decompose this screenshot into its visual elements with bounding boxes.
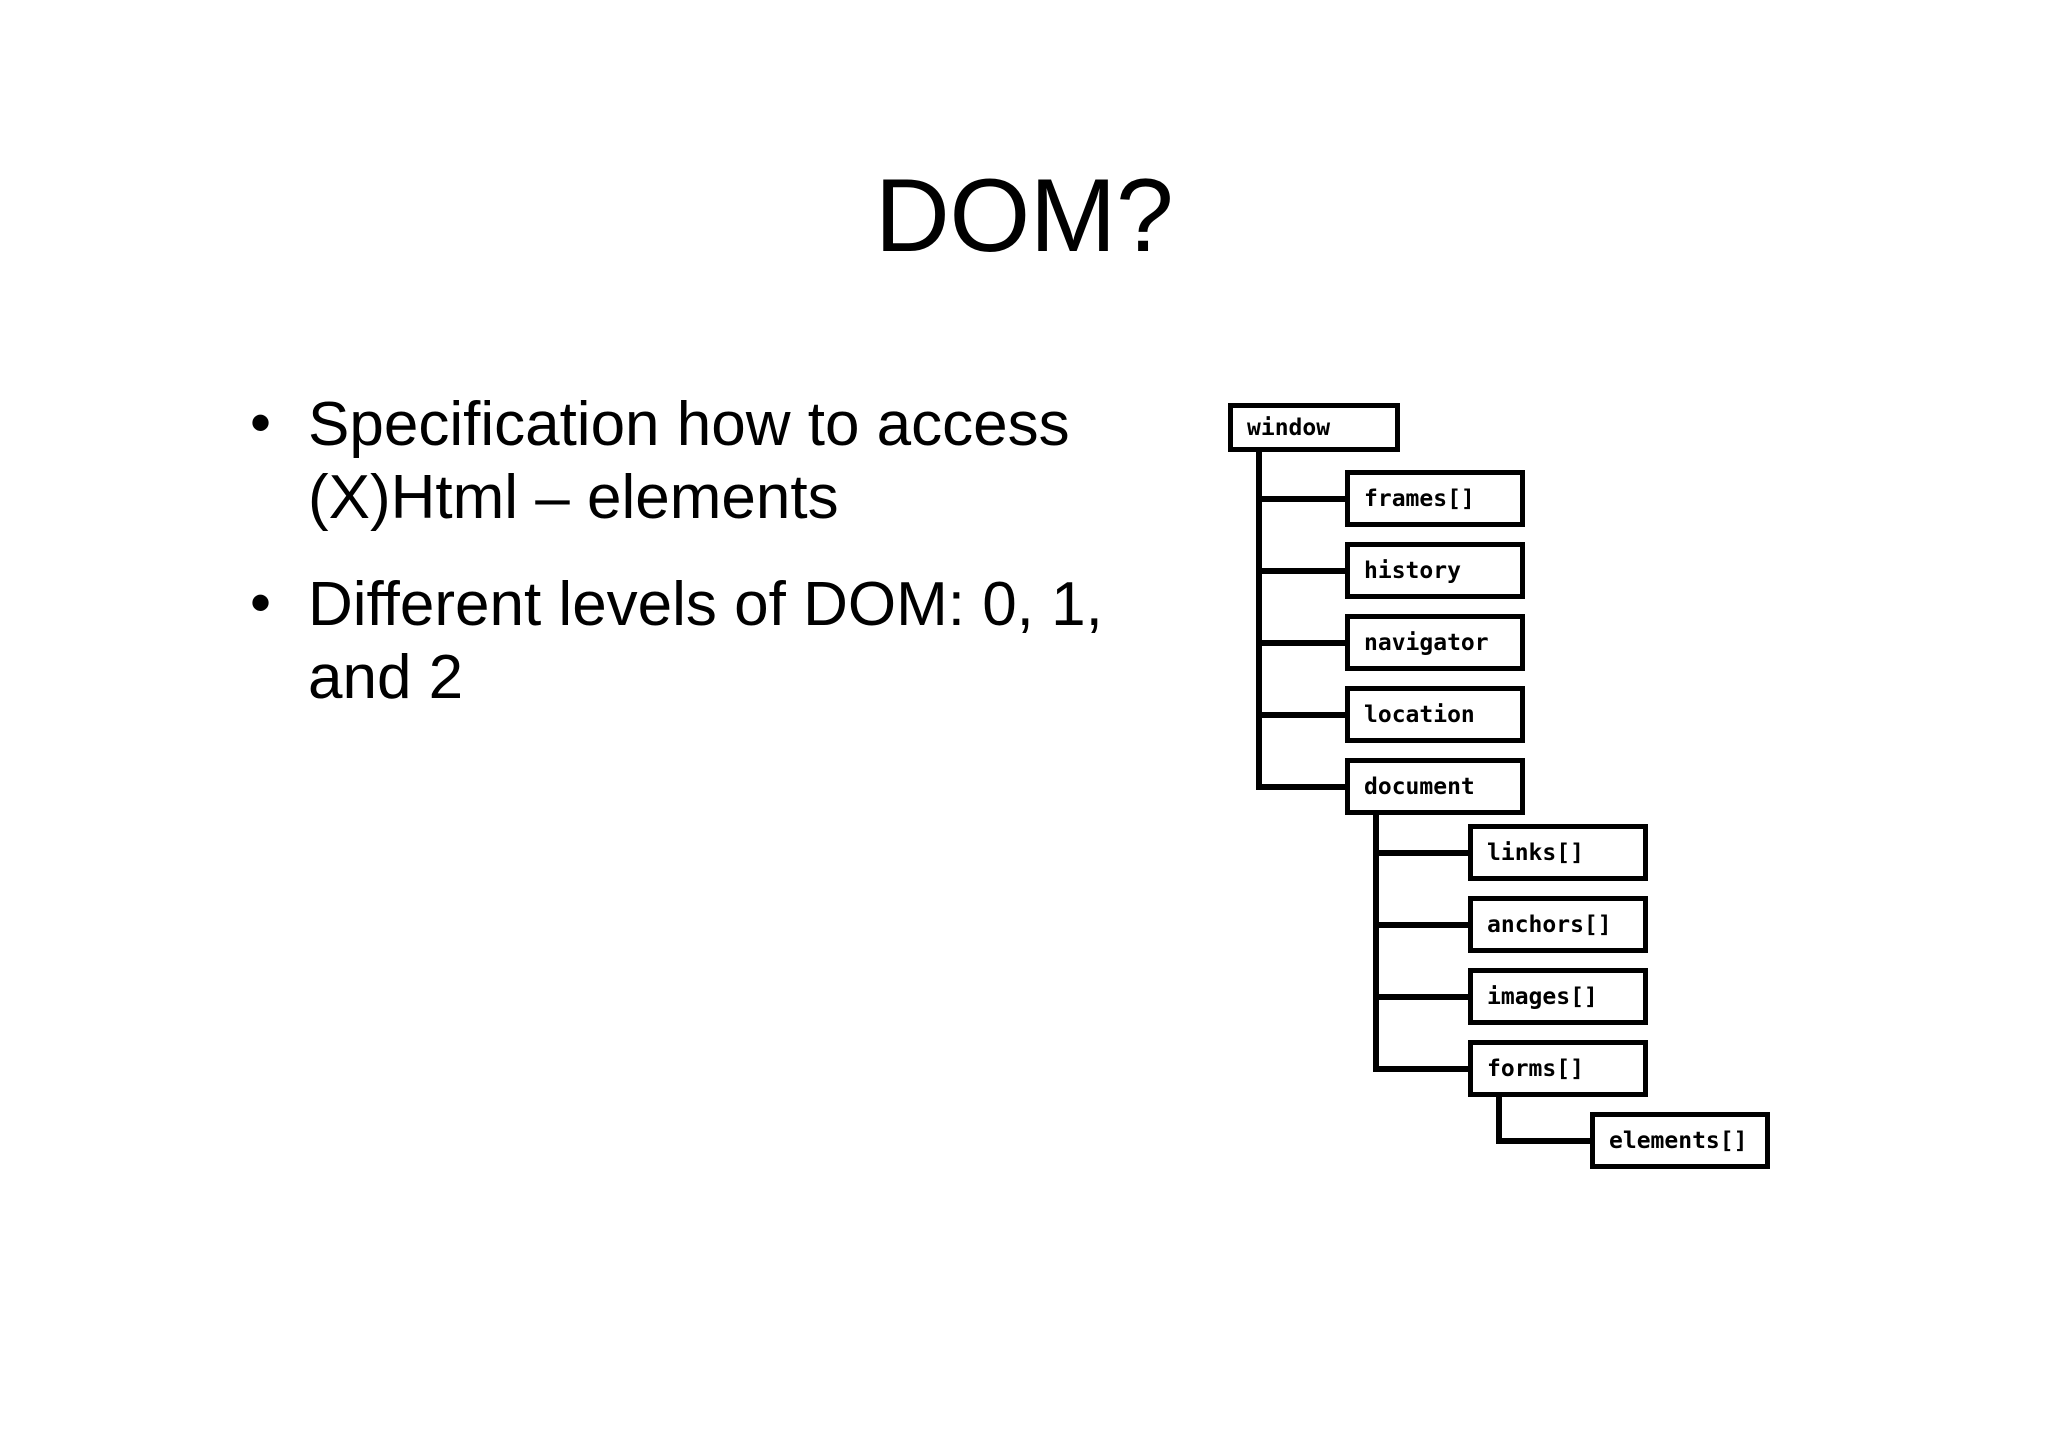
tree-node-label: navigator <box>1364 629 1489 656</box>
tree-node-label: forms[] <box>1487 1055 1584 1082</box>
bullet-list: • Specification how to access (X)Html – … <box>250 388 1160 749</box>
tree-node-label: frames[] <box>1364 485 1475 512</box>
tree-connector-horizontal <box>1256 639 1345 646</box>
tree-node-label: window <box>1247 414 1331 441</box>
tree-node-window: window <box>1228 403 1400 452</box>
tree-node-navigator: navigator <box>1345 614 1525 671</box>
tree-node-forms: forms[] <box>1468 1040 1648 1097</box>
tree-connector-horizontal <box>1256 783 1345 790</box>
bullet-dot-icon: • <box>250 389 272 456</box>
tree-connector-horizontal <box>1256 711 1345 718</box>
tree-connector-horizontal <box>1256 567 1345 574</box>
tree-connector-vertical <box>1496 1097 1502 1144</box>
tree-node-label: location <box>1364 701 1475 728</box>
tree-node-frames: frames[] <box>1345 470 1525 527</box>
tree-connector-horizontal <box>1256 495 1345 502</box>
tree-node-location: location <box>1345 686 1525 743</box>
tree-connector-horizontal <box>1373 921 1468 928</box>
tree-connector-horizontal <box>1496 1137 1590 1144</box>
tree-node-label: images[] <box>1487 983 1598 1010</box>
dom-tree-diagram: window frames[] history navigator location do… <box>1220 390 1840 1190</box>
list-item-label: Different levels of DOM: 0, 1, and 2 <box>308 570 1103 713</box>
tree-node-label: history <box>1364 557 1461 584</box>
tree-node-elements: elements[] <box>1590 1112 1770 1169</box>
list-item-label: Specification how to access (X)Html – el… <box>308 390 1070 533</box>
tree-node-links: links[] <box>1468 824 1648 881</box>
tree-node-images: images[] <box>1468 968 1648 1025</box>
bullet-dot-icon: • <box>250 569 272 637</box>
tree-node-document: document <box>1345 758 1525 815</box>
tree-node-anchors: anchors[] <box>1468 896 1648 953</box>
tree-node-history: history <box>1345 542 1525 599</box>
tree-node-label: anchors[] <box>1487 911 1612 938</box>
tree-node-label: elements[] <box>1609 1127 1748 1154</box>
tree-connector-vertical <box>1256 452 1262 790</box>
tree-connector-vertical <box>1373 815 1379 1072</box>
tree-connector-horizontal <box>1373 1065 1468 1072</box>
tree-node-label: document <box>1364 773 1475 800</box>
tree-connector-horizontal <box>1373 849 1468 856</box>
list-item: • Different levels of DOM: 0, 1, and 2 <box>250 568 1160 714</box>
list-item: • Specification how to access (X)Html – … <box>250 388 1160 534</box>
tree-connector-horizontal <box>1373 993 1468 1000</box>
tree-node-label: links[] <box>1487 839 1584 866</box>
page-title: DOM? <box>874 158 1174 274</box>
